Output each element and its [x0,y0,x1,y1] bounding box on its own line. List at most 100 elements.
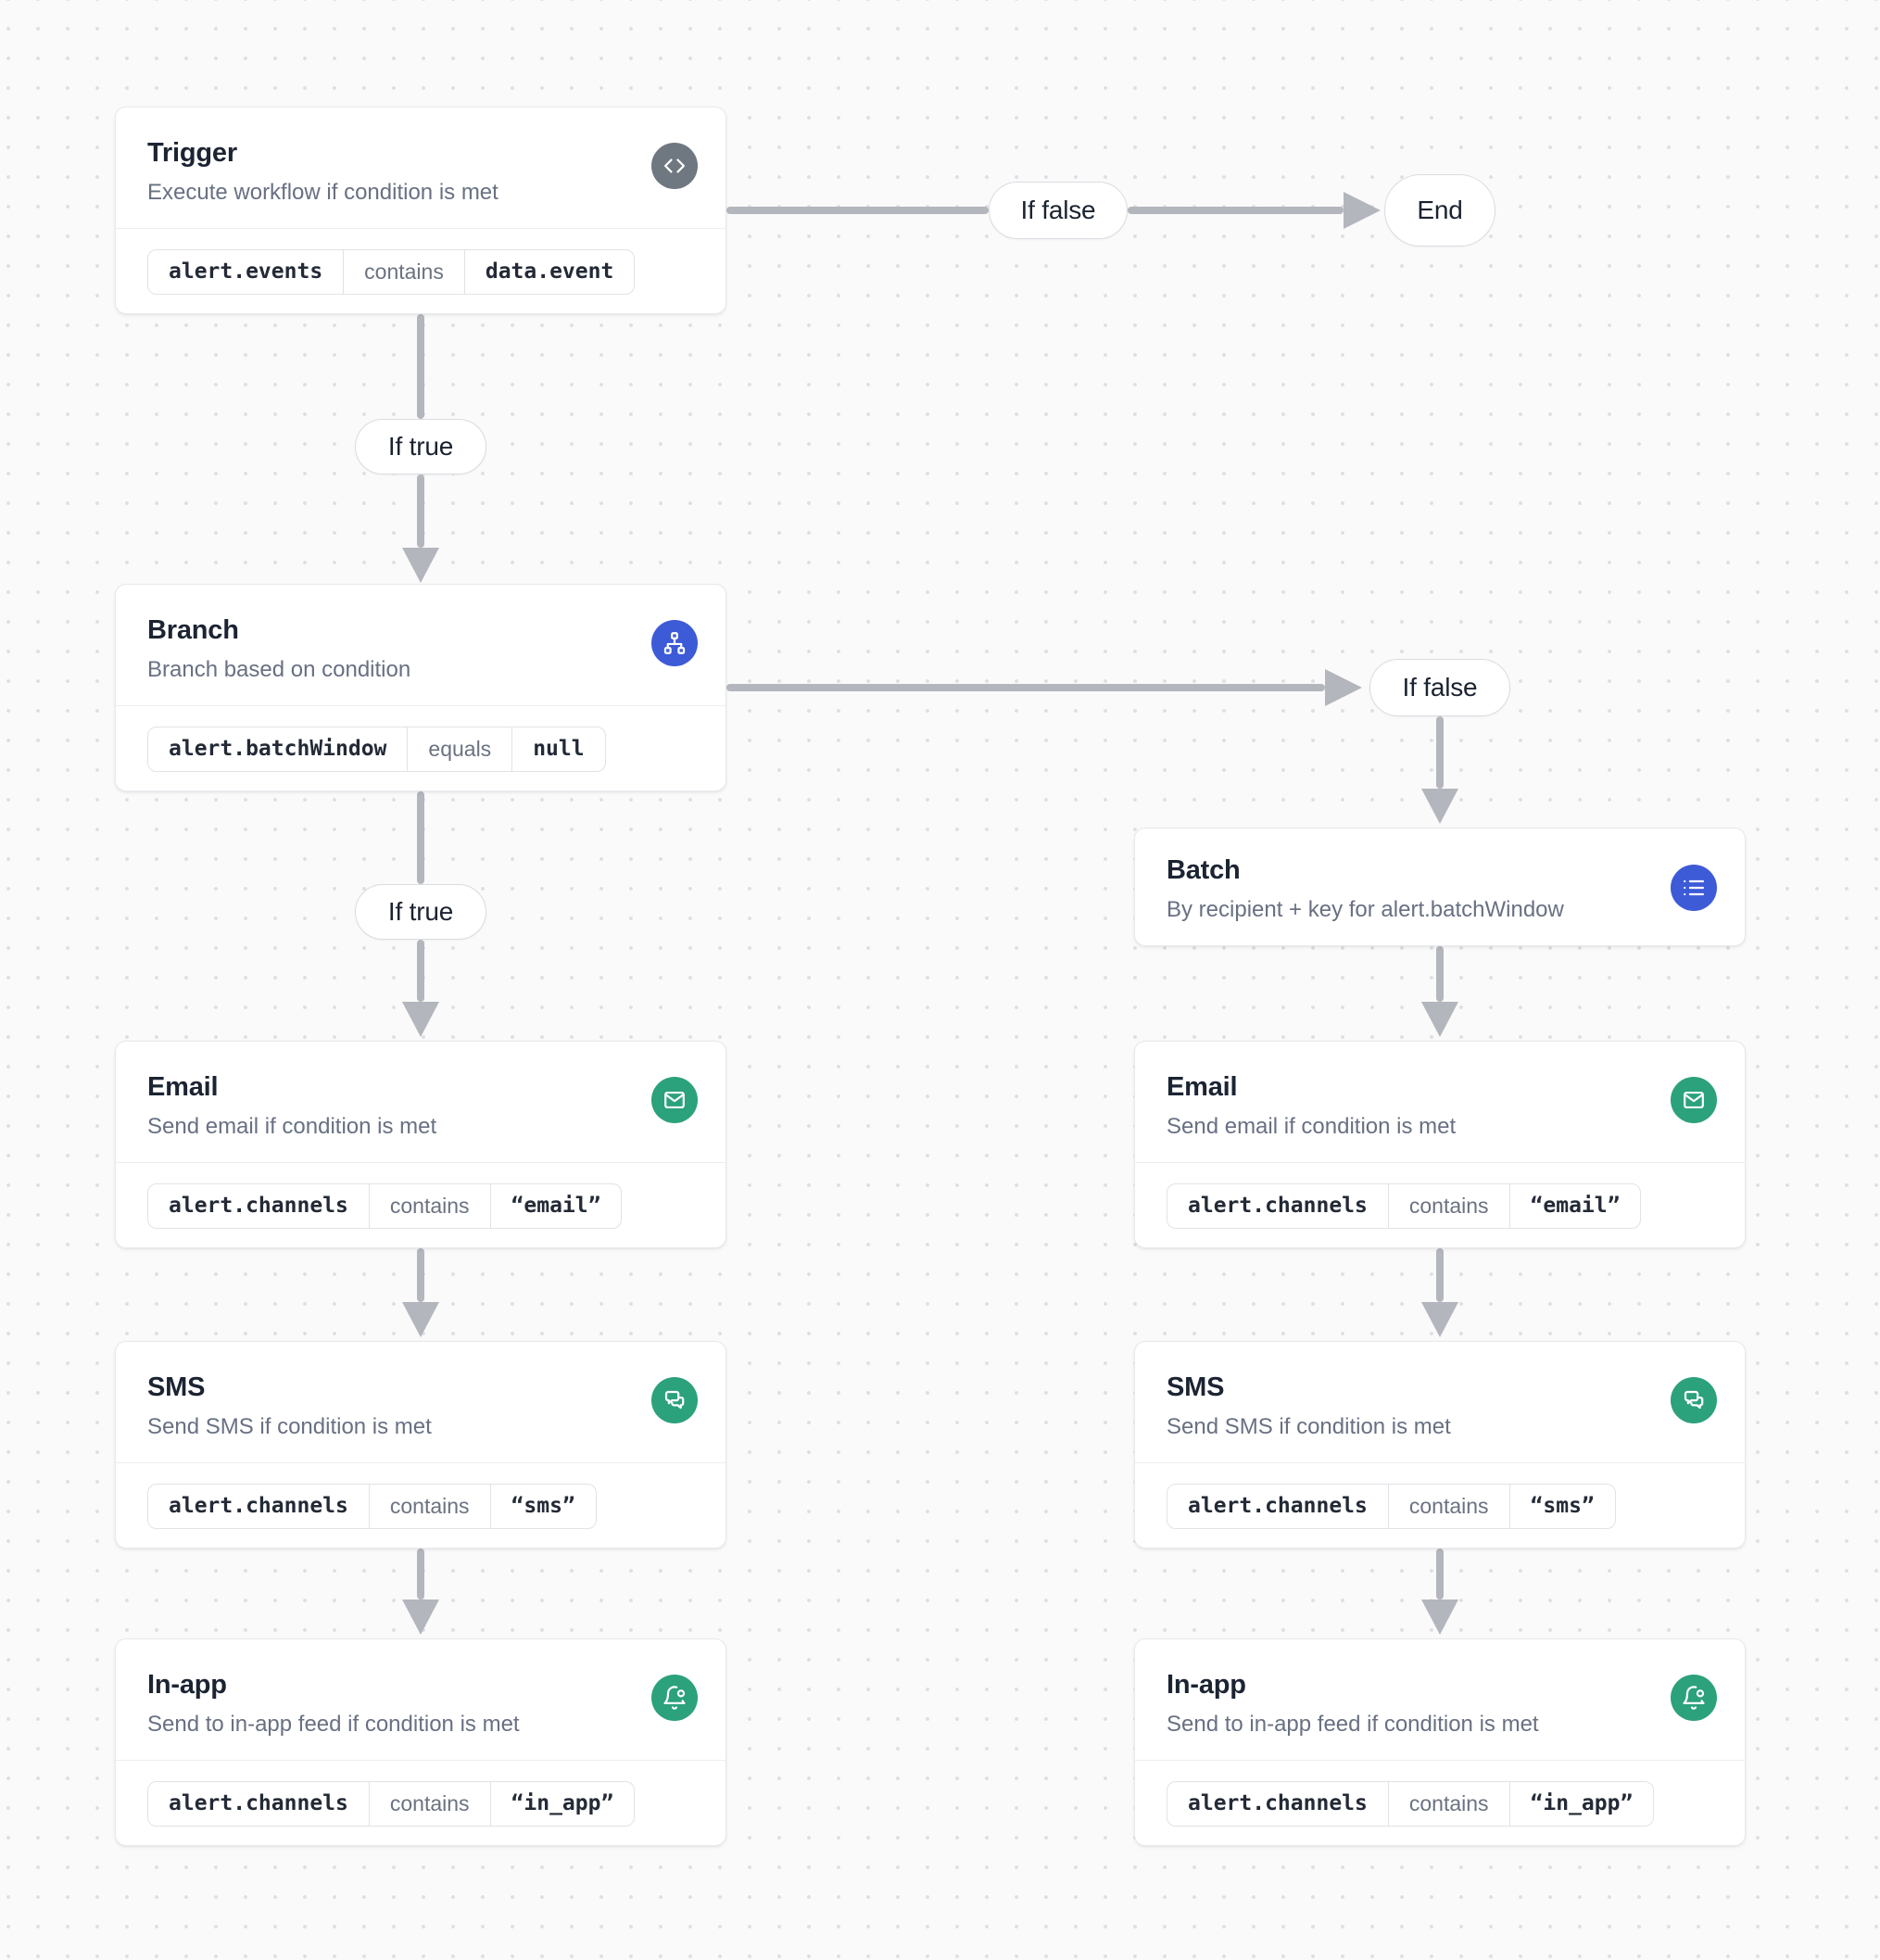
edge-sms-to-inapp-left [417,1549,424,1600]
code-icon [651,143,698,189]
condition-value: “email” [1508,1184,1641,1229]
condition-row: alert.channels contains “email” [116,1162,726,1249]
edge-label-text: If true [387,897,454,926]
condition-pill[interactable]: alert.batchWindow equals null [147,727,606,773]
list-icon [1671,865,1717,911]
edge-label-if-false-2: If false [1369,659,1510,716]
edge-label-text: If true [387,432,454,461]
condition-operator: contains [368,1184,490,1229]
bell-icon [1671,1675,1717,1721]
condition-field: alert.channels [1188,1494,1368,1518]
node-title: In-app [1167,1670,1246,1700]
bell-icon [651,1675,698,1721]
node-branch[interactable]: Branch Branch based on condition alert.b… [115,584,726,791]
node-subtitle: Send SMS if condition is met [147,1414,432,1440]
edge-label-if-true-2: If true [355,884,486,940]
end-node: End [1384,174,1495,247]
condition-field: alert.batchWindow [169,737,387,761]
condition-value: data.event [463,250,634,295]
node-header: SMS Send SMS if condition is met [1135,1342,1745,1462]
condition-row: alert.batchWindow equals null [116,705,726,792]
arrowhead-down-icon [402,1600,439,1635]
sms-icon [651,1377,698,1423]
email-icon [1671,1077,1717,1123]
arrowhead-down-icon [1421,789,1458,824]
edge-iftrue-to-branch [417,474,424,548]
node-header: Branch Branch based on condition [116,585,726,705]
node-header: Batch By recipient + key for alert.batch… [1135,828,1745,947]
node-sms-left[interactable]: SMS Send SMS if condition is met alert.c… [115,1341,726,1549]
condition-value: “in_app” [489,1782,635,1827]
node-subtitle: By recipient + key for alert.batchWindow [1167,897,1564,923]
condition-pill[interactable]: alert.channels contains “sms” [147,1484,597,1530]
edge-iftrue-to-email [417,940,424,1002]
arrowhead-down-icon [402,1002,439,1037]
edge-email-to-sms-right [1436,1248,1444,1302]
node-inapp-left[interactable]: In-app Send to in-app feed if condition … [115,1638,726,1846]
condition-value: “in_app” [1508,1782,1654,1827]
node-title: SMS [1167,1372,1225,1402]
condition-operator: contains [1387,1184,1509,1229]
condition-pill[interactable]: alert.channels contains “email” [147,1183,623,1230]
email-icon [651,1077,698,1123]
edge-trigger-to-iftrue [417,314,424,419]
edge-iffalse-to-end [1128,207,1344,214]
condition-field: alert.channels [1188,1194,1368,1218]
branch-icon [651,620,698,666]
condition-operator: contains [368,1782,490,1827]
condition-pill[interactable]: alert.channels contains “in_app” [147,1781,636,1827]
edge-iffalse-to-batch [1436,716,1444,789]
edge-branch-to-iffalse [726,684,1325,691]
condition-field: alert.channels [169,1194,348,1218]
condition-row: alert.channels contains “in_app” [1135,1760,1745,1847]
node-title: Batch [1167,855,1241,885]
node-subtitle: Send email if condition is met [147,1114,437,1140]
arrowhead-down-icon [1421,1002,1458,1037]
node-email-left[interactable]: Email Send email if condition is met ale… [115,1041,726,1248]
condition-value: “email” [489,1184,622,1229]
node-header: Trigger Execute workflow if condition is… [116,107,726,228]
node-header: Email Send email if condition is met [1135,1042,1745,1162]
edge-trigger-to-iffalse [726,207,989,214]
arrowhead-down-icon [402,1302,439,1337]
condition-row: alert.events contains data.event [116,228,726,315]
condition-pill[interactable]: alert.channels contains “sms” [1167,1484,1616,1530]
condition-row: alert.channels contains “in_app” [116,1760,726,1847]
condition-operator: contains [368,1485,490,1529]
edge-label-text: If false [1020,196,1096,224]
condition-value: “sms” [1508,1485,1615,1529]
condition-operator: equals [407,727,511,772]
edge-email-to-sms-left [417,1248,424,1302]
node-batch[interactable]: Batch By recipient + key for alert.batch… [1134,828,1746,946]
node-subtitle: Send email if condition is met [1167,1114,1457,1140]
condition-value: null [511,727,604,772]
node-inapp-right[interactable]: In-app Send to in-app feed if condition … [1134,1638,1746,1846]
node-sms-right[interactable]: SMS Send SMS if condition is met alert.c… [1134,1341,1746,1549]
condition-field: alert.events [169,259,323,284]
node-title: In-app [147,1670,227,1700]
node-header: SMS Send SMS if condition is met [116,1342,726,1462]
arrowhead-down-icon [402,548,439,583]
node-header: In-app Send to in-app feed if condition … [116,1639,726,1760]
node-header: Email Send email if condition is met [116,1042,726,1162]
node-subtitle: Send SMS if condition is met [1167,1414,1451,1440]
edge-batch-to-email [1436,946,1444,1002]
condition-pill[interactable]: alert.channels contains “in_app” [1167,1781,1655,1827]
node-title: Email [1167,1072,1238,1102]
condition-pill[interactable]: alert.channels contains “email” [1167,1183,1642,1230]
condition-operator: contains [1387,1782,1509,1827]
node-title: Email [147,1072,219,1102]
condition-field: alert.channels [169,1791,348,1815]
arrowhead-down-icon [1421,1600,1458,1635]
node-subtitle: Branch based on condition [147,657,411,683]
arrowhead-right-icon [1325,669,1362,706]
condition-pill[interactable]: alert.events contains data.event [147,249,636,296]
node-subtitle: Send to in-app feed if condition is met [147,1712,520,1738]
node-email-right[interactable]: Email Send email if condition is met ale… [1134,1041,1746,1248]
node-trigger[interactable]: Trigger Execute workflow if condition is… [115,107,726,314]
node-subtitle: Execute workflow if condition is met [147,180,498,206]
node-title: SMS [147,1372,206,1402]
condition-operator: contains [343,250,464,295]
condition-row: alert.channels contains “sms” [1135,1462,1745,1549]
